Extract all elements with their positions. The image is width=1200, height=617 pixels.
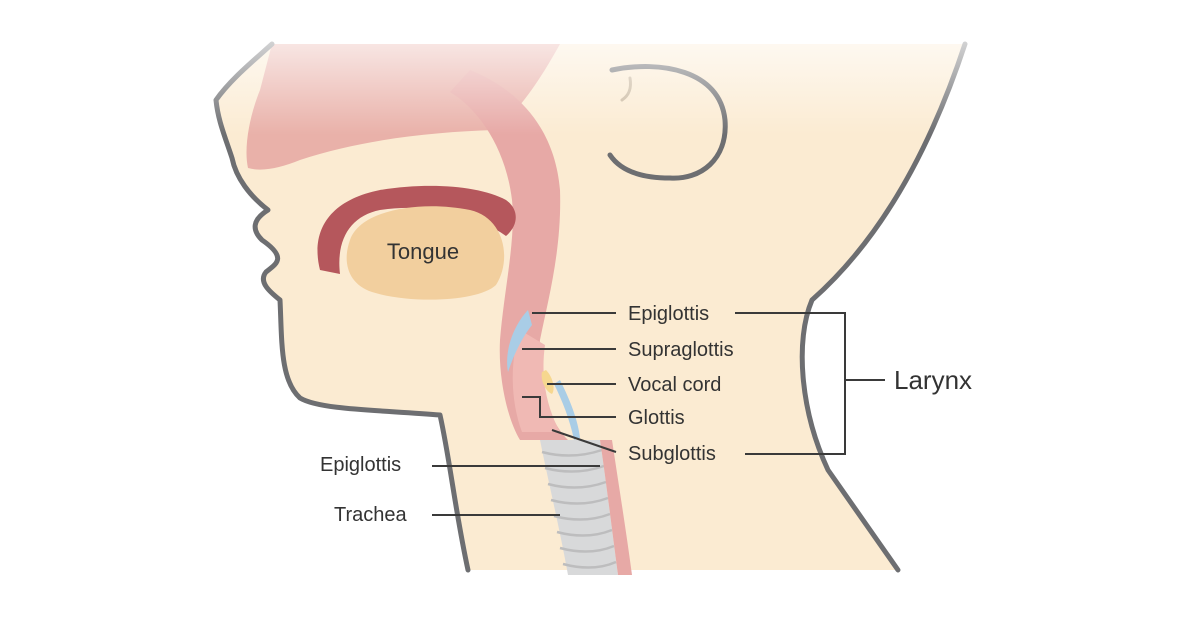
- label-vocal-cord: Vocal cord: [628, 374, 721, 396]
- label-tongue: Tongue: [387, 239, 459, 264]
- label-subglottis: Subglottis: [628, 443, 716, 465]
- label-trachea: Trachea: [334, 504, 408, 526]
- label-epiglottis-upper: Epiglottis: [628, 303, 709, 325]
- label-epiglottis-lower: Epiglottis: [320, 454, 401, 476]
- leader-lines: [432, 312, 885, 516]
- label-glottis: Glottis: [628, 407, 685, 429]
- label-supraglottis: Supraglottis: [628, 339, 734, 361]
- label-larynx: Larynx: [894, 365, 972, 395]
